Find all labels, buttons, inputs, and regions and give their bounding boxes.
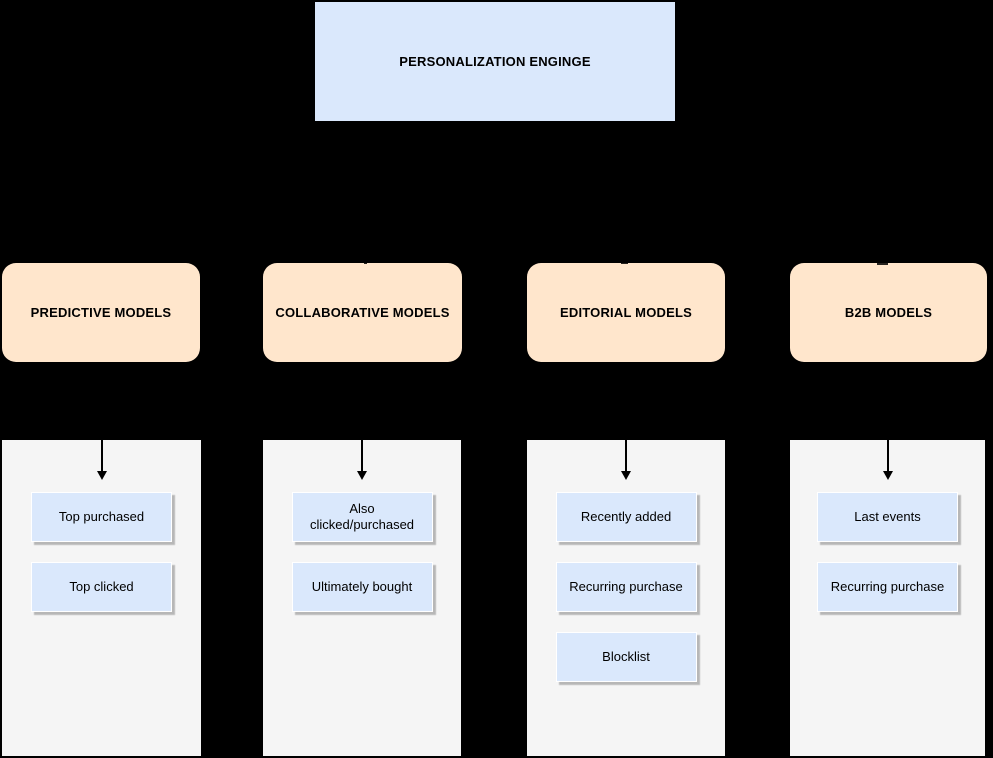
connector-root-to-b2b <box>883 121 885 261</box>
connector-line-predictive <box>100 362 103 471</box>
model-item-top-purchased: Top purchased <box>31 492 172 542</box>
model-item-label: Last events <box>854 508 921 524</box>
arrowhead-tip-collaborative <box>364 261 367 264</box>
connector-root-to-predictive <box>100 121 102 261</box>
connector-line-editorial <box>625 362 627 471</box>
model-item-label: Recurring purchase <box>830 578 945 594</box>
node-personalization-engine-label: PERSONALIZATION ENGINGE <box>399 54 591 69</box>
model-item-label: Recently added <box>580 508 672 524</box>
model-item-recently-added: Recently added <box>555 492 697 542</box>
category-panel-b2b: Last events Recurring purchase <box>790 362 985 756</box>
model-item-recurring-purchase: Recurring purchase <box>555 562 697 612</box>
category-panel-collaborative: Also clicked/purchased Ultimately bought <box>263 362 461 756</box>
connector-root-to-collaborative <box>365 121 367 261</box>
category-panel-predictive: Top purchased Top clicked <box>2 362 201 756</box>
arrowhead-tip-b2b <box>877 260 888 265</box>
model-item-ultimately-bought: Ultimately bought <box>291 562 433 612</box>
connector-root-to-editorial <box>625 121 627 261</box>
model-item-label: Ultimately bought <box>311 578 413 594</box>
connector-line-collaborative <box>361 362 363 471</box>
model-item-label: Also clicked/purchased <box>309 500 415 532</box>
node-predictive-models-label: PREDICTIVE MODELS <box>30 305 172 320</box>
model-item-label: Blocklist <box>602 648 650 664</box>
node-collaborative-models: COLLABORATIVE MODELS <box>263 263 462 362</box>
model-item-label: Top purchased <box>58 508 145 524</box>
model-item-label: Recurring purchase <box>569 578 683 594</box>
model-item-top-clicked: Top clicked <box>31 562 172 612</box>
node-b2b-models-label: B2B MODELS <box>844 305 933 320</box>
model-item-label: Top clicked <box>69 578 134 594</box>
node-b2b-models: B2B MODELS <box>790 263 987 362</box>
node-editorial-models-label: EDITORIAL MODELS <box>559 305 692 320</box>
category-panel-editorial: Recently added Recurring purchase Blockl… <box>527 362 725 756</box>
model-item-blocklist: Blocklist <box>555 632 697 682</box>
model-item-recurring-purchase: Recurring purchase <box>817 562 958 612</box>
node-personalization-engine: PERSONALIZATION ENGINGE <box>315 2 675 121</box>
down-arrow-icon <box>357 471 367 480</box>
node-predictive-models: PREDICTIVE MODELS <box>2 263 200 362</box>
node-collaborative-models-label: COLLABORATIVE MODELS <box>275 305 450 320</box>
node-editorial-models: EDITORIAL MODELS <box>527 263 725 362</box>
model-item-also-clicked-purchased: Also clicked/purchased <box>291 492 433 542</box>
down-arrow-icon <box>882 471 893 480</box>
down-arrow-icon <box>621 471 631 480</box>
connector-line-b2b <box>886 362 889 471</box>
arrowhead-tip-editorial <box>621 260 628 264</box>
down-arrow-icon <box>96 471 107 480</box>
model-item-last-events: Last events <box>817 492 958 542</box>
